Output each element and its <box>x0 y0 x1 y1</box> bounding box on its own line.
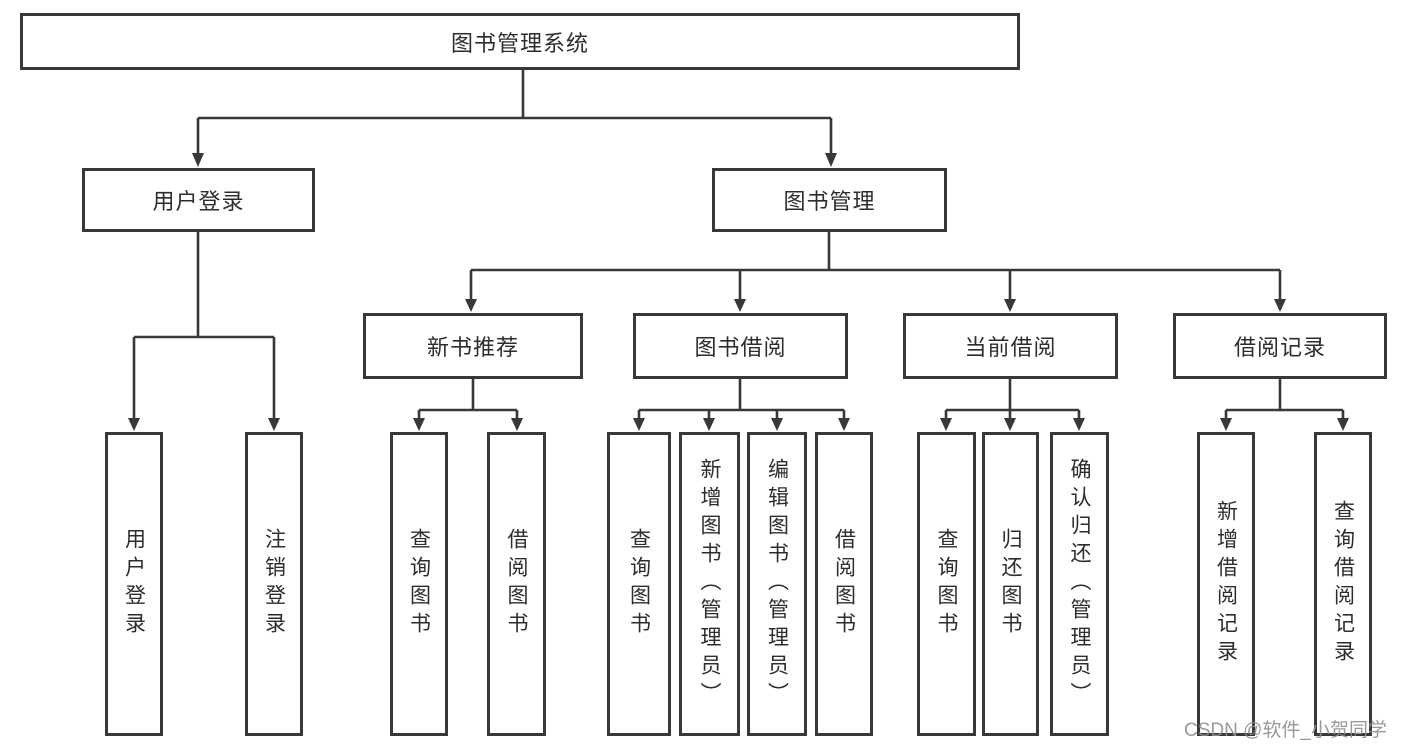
leaf-logout: 注销登录 <box>245 432 303 736</box>
node-book-borrowing-label: 图书借阅 <box>694 335 787 360</box>
leaf-user-login: 用户登录 <box>105 432 163 736</box>
leaf-records-add: 新增借阅记录 <box>1197 432 1255 736</box>
leaf-current-confirm-admin: 确认归还（管理员） <box>1050 432 1109 736</box>
connector-current-to-leaves <box>940 379 1085 431</box>
leaf-newbooks-query-label: 查询图书 <box>407 528 431 640</box>
node-user-login-label: 用户登录 <box>152 189 245 214</box>
connector-mgmt-to-level3 <box>465 232 1286 312</box>
leaf-newbooks-query: 查询图书 <box>390 432 448 736</box>
leaf-borrow-borrow-label: 借阅图书 <box>832 528 856 640</box>
node-current-borrowing-label: 当前借阅 <box>964 335 1057 360</box>
connector-login-to-leaves <box>128 232 280 431</box>
node-borrow-records: 借阅记录 <box>1173 313 1387 379</box>
csdn-watermark: CSDN @软件_小贺同学 <box>1184 720 1387 741</box>
node-root: 图书管理系统 <box>20 13 1020 70</box>
leaf-borrow-add-admin-label: 新增图书（管理员） <box>698 458 721 710</box>
node-new-book-recommend: 新书推荐 <box>363 313 583 379</box>
leaf-current-confirm-admin-label: 确认归还（管理员） <box>1068 458 1091 710</box>
leaf-records-query: 查询借阅记录 <box>1314 432 1372 736</box>
leaf-records-query-label: 查询借阅记录 <box>1331 500 1355 668</box>
leaf-current-query: 查询图书 <box>917 432 976 736</box>
leaf-borrow-edit-admin-label: 编辑图书（管理员） <box>765 458 789 710</box>
leaf-logout-label: 注销登录 <box>262 528 286 640</box>
node-book-management: 图书管理 <box>712 168 947 232</box>
leaf-borrow-edit-admin: 编辑图书（管理员） <box>747 432 807 736</box>
leaf-borrow-borrow: 借阅图书 <box>815 432 873 736</box>
leaf-borrow-query: 查询图书 <box>607 432 671 736</box>
connector-root-to-level2 <box>192 69 837 167</box>
node-current-borrowing: 当前借阅 <box>903 313 1118 379</box>
node-borrow-records-label: 借阅记录 <box>1233 335 1326 360</box>
connector-records-to-leaves <box>1220 379 1349 431</box>
connector-borrow-to-leaves <box>633 379 850 431</box>
leaf-current-return-label: 归还图书 <box>999 528 1022 640</box>
leaf-current-return: 归还图书 <box>982 432 1039 736</box>
node-root-label: 图书管理系统 <box>450 30 589 56</box>
connector-newbooks-to-leaves <box>413 379 523 431</box>
node-new-book-recommend-label: 新书推荐 <box>426 335 519 360</box>
leaf-user-login-label: 用户登录 <box>122 528 146 640</box>
leaf-borrow-query-label: 查询图书 <box>627 528 651 640</box>
leaf-newbooks-borrow: 借阅图书 <box>487 432 546 736</box>
node-book-borrowing: 图书借阅 <box>633 313 848 379</box>
node-user-login: 用户登录 <box>82 168 315 232</box>
leaf-borrow-add-admin: 新增图书（管理员） <box>679 432 740 736</box>
node-book-management-label: 图书管理 <box>783 189 876 214</box>
leaf-records-add-label: 新增借阅记录 <box>1214 500 1238 668</box>
leaf-newbooks-borrow-label: 借阅图书 <box>505 528 528 640</box>
leaf-current-query-label: 查询图书 <box>935 528 958 640</box>
